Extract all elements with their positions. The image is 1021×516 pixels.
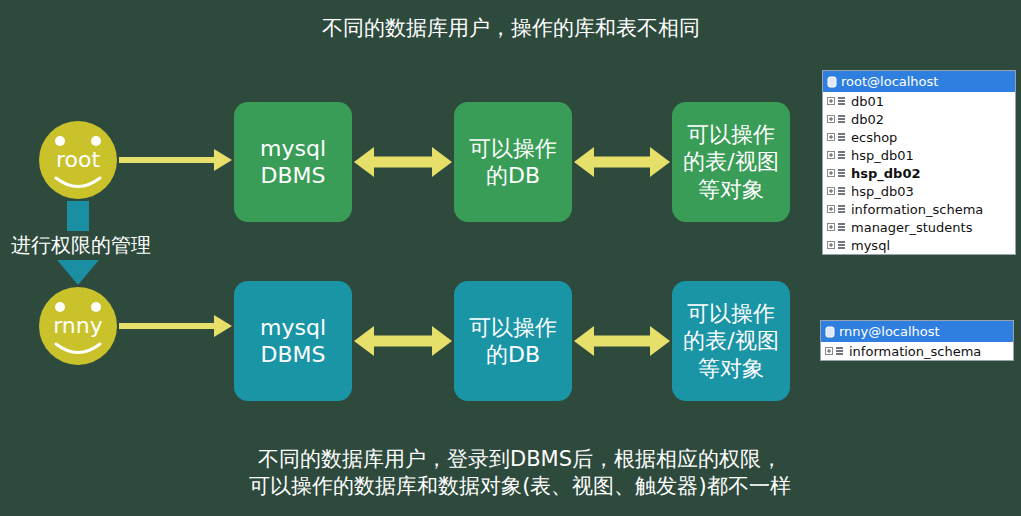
tree-row: hsp_db03	[823, 182, 1015, 200]
user-name: root	[56, 146, 100, 174]
tree-row: db01	[823, 92, 1015, 110]
user-name: rnny	[53, 312, 103, 340]
connection-name: rnny@localhost	[839, 324, 940, 339]
tree-row: manager_students	[823, 218, 1015, 236]
process-box: 可以操作 的表/视图 等对象	[672, 102, 790, 222]
double-arrow	[374, 157, 432, 168]
db-icon	[827, 76, 837, 88]
process-box: 可以操作 的DB	[454, 102, 572, 222]
database-name: hsp_db03	[851, 184, 914, 199]
process-box: 可以操作 的表/视图 等对象	[672, 281, 790, 401]
box-label: 可以操作 的表/视图 等对象	[676, 121, 786, 204]
connection-name: root@localhost	[841, 74, 938, 89]
database-name: ecshop	[851, 130, 897, 145]
double-arrow	[374, 336, 432, 347]
title-text: 不同的数据库用户，操作的库和表不相同	[0, 14, 1021, 42]
database-name: hsp_db02	[851, 166, 921, 181]
panel-header: root@localhost	[823, 71, 1015, 92]
user-circle: rnny	[39, 287, 117, 365]
panel-header: rnny@localhost	[821, 321, 1013, 342]
edge-label: 进行权限的管理	[8, 231, 154, 260]
database-name: hsp_db01	[851, 148, 914, 163]
tree-row: db02	[823, 110, 1015, 128]
arrow	[119, 157, 214, 163]
process-box: 可以操作 的DB	[454, 281, 572, 401]
tree-icon	[825, 345, 845, 357]
database-name: db02	[851, 112, 884, 127]
box-label: mysql DBMS	[238, 314, 348, 369]
tree-row: hsp_db02	[823, 164, 1015, 182]
arrow	[119, 323, 214, 329]
tree-row: information_schema	[821, 342, 1013, 360]
tree-row: hsp_db01	[823, 146, 1015, 164]
tree-row: mysql	[823, 236, 1015, 254]
tree-icon	[827, 239, 847, 251]
database-name: manager_students	[851, 220, 972, 235]
double-arrow	[594, 157, 650, 168]
tree-icon	[827, 185, 847, 197]
box-label: 可以操作 的DB	[458, 135, 568, 190]
tree-icon	[827, 167, 847, 179]
caption-text: 不同的数据库用户，登录到DBMS后，根据相应的权限， 可以操作的数据库和数据对象…	[220, 446, 820, 501]
tree-icon	[827, 221, 847, 233]
tree-icon	[827, 149, 847, 161]
database-name: information_schema	[851, 202, 983, 217]
box-label: 可以操作 的表/视图 等对象	[676, 300, 786, 383]
database-name: db01	[851, 94, 884, 109]
database-name: mysql	[851, 238, 890, 253]
tree-icon	[827, 131, 847, 143]
process-box: mysql DBMS	[234, 102, 352, 222]
tree-icon	[827, 113, 847, 125]
db-tree-panel: rnny@localhost information_schema	[820, 320, 1014, 361]
double-arrow	[594, 336, 650, 347]
tree-row: information_schema	[823, 200, 1015, 218]
box-label: 可以操作 的DB	[458, 314, 568, 369]
tree-icon	[827, 95, 847, 107]
db-icon	[825, 326, 835, 338]
process-box: mysql DBMS	[234, 281, 352, 401]
db-tree-panel: root@localhost db01 db02 ecshop hsp_db01 hsp_…	[822, 70, 1016, 255]
tree-icon	[827, 203, 847, 215]
user-circle: root	[39, 121, 117, 199]
tree-row: ecshop	[823, 128, 1015, 146]
database-name: information_schema	[849, 344, 981, 359]
box-label: mysql DBMS	[238, 135, 348, 190]
